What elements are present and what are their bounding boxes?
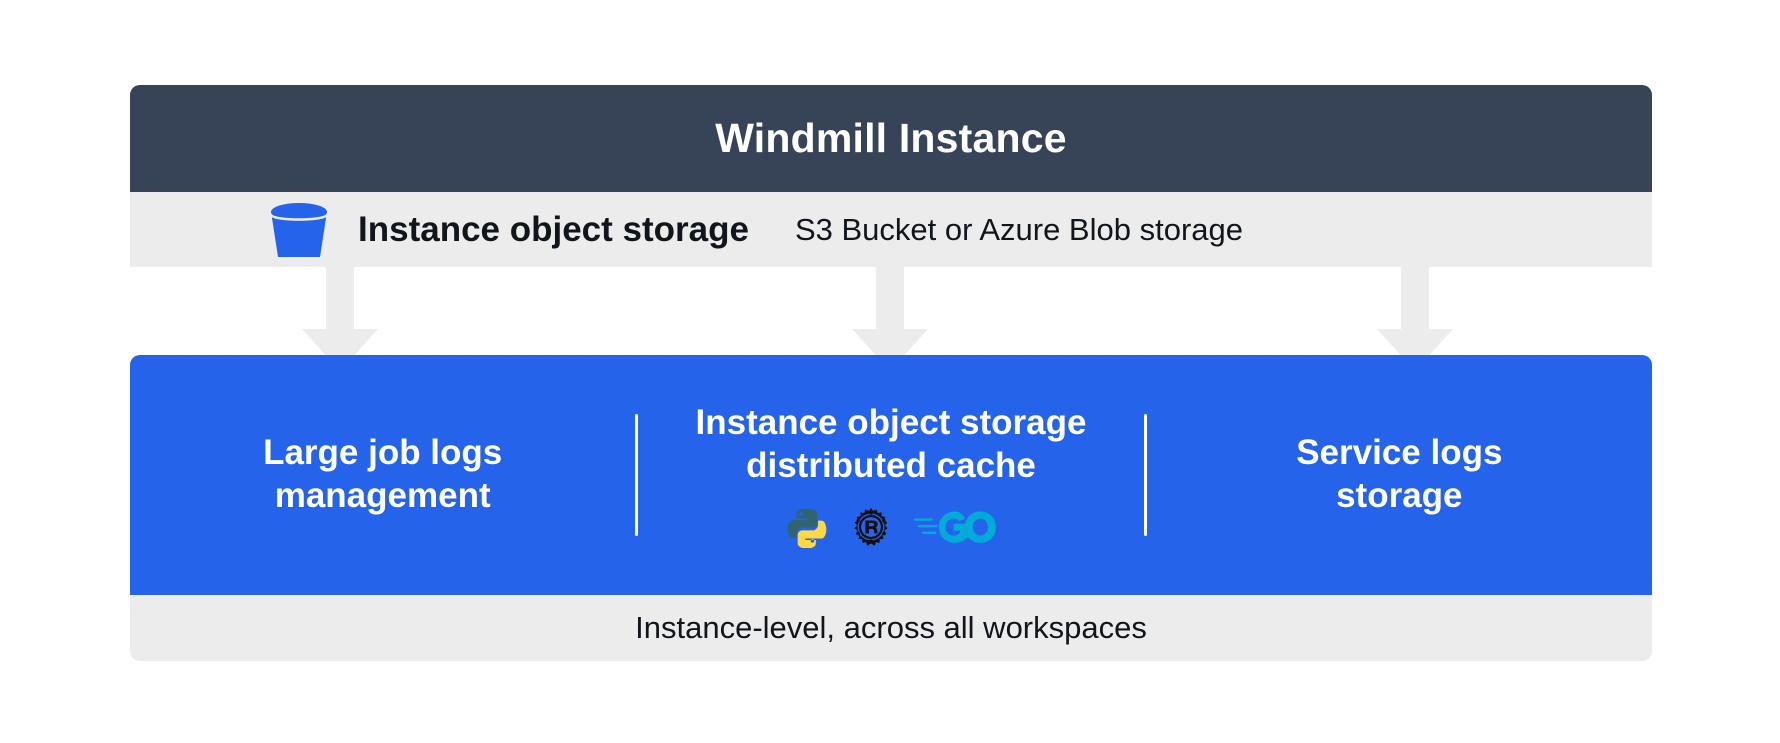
column-divider bbox=[1143, 414, 1147, 536]
arrow-down-icon bbox=[302, 267, 378, 371]
header-bar: Windmill Instance bbox=[130, 85, 1652, 192]
feature-title: Large job logs management bbox=[263, 433, 503, 515]
features-panel: Large job logs management Instance objec… bbox=[130, 355, 1652, 595]
arrow-down-icon bbox=[1377, 267, 1453, 371]
python-icon bbox=[786, 506, 828, 548]
connector-area bbox=[130, 267, 1652, 371]
bucket-icon bbox=[270, 202, 328, 258]
language-icons bbox=[786, 506, 996, 548]
footer-bar: Instance-level, across all workspaces bbox=[130, 595, 1652, 661]
go-icon bbox=[913, 507, 996, 547]
footer-text: Instance-level, across all workspaces bbox=[635, 610, 1147, 645]
instance-object-storage-description: S3 Bucket or Azure Blob storage bbox=[794, 211, 1243, 247]
page-title: Windmill Instance bbox=[715, 115, 1067, 161]
feature-title: Instance object storage distributed cach… bbox=[695, 403, 1087, 485]
feature-title: Service logs storage bbox=[1296, 433, 1503, 515]
instance-object-storage-label: Instance object storage bbox=[358, 209, 749, 249]
feature-column-large-job-logs: Large job logs management bbox=[130, 432, 635, 517]
feature-column-service-logs: Service logs storage bbox=[1147, 432, 1652, 517]
instance-object-storage-row: Instance object storage S3 Bucket or Azu… bbox=[130, 192, 1652, 267]
rust-icon bbox=[850, 506, 892, 548]
arrow-down-icon bbox=[852, 267, 928, 371]
column-divider bbox=[635, 414, 639, 536]
windmill-instance-diagram: Windmill Instance Instance object storag… bbox=[130, 85, 1652, 661]
feature-column-distributed-cache: Instance object storage distributed cach… bbox=[638, 402, 1143, 548]
